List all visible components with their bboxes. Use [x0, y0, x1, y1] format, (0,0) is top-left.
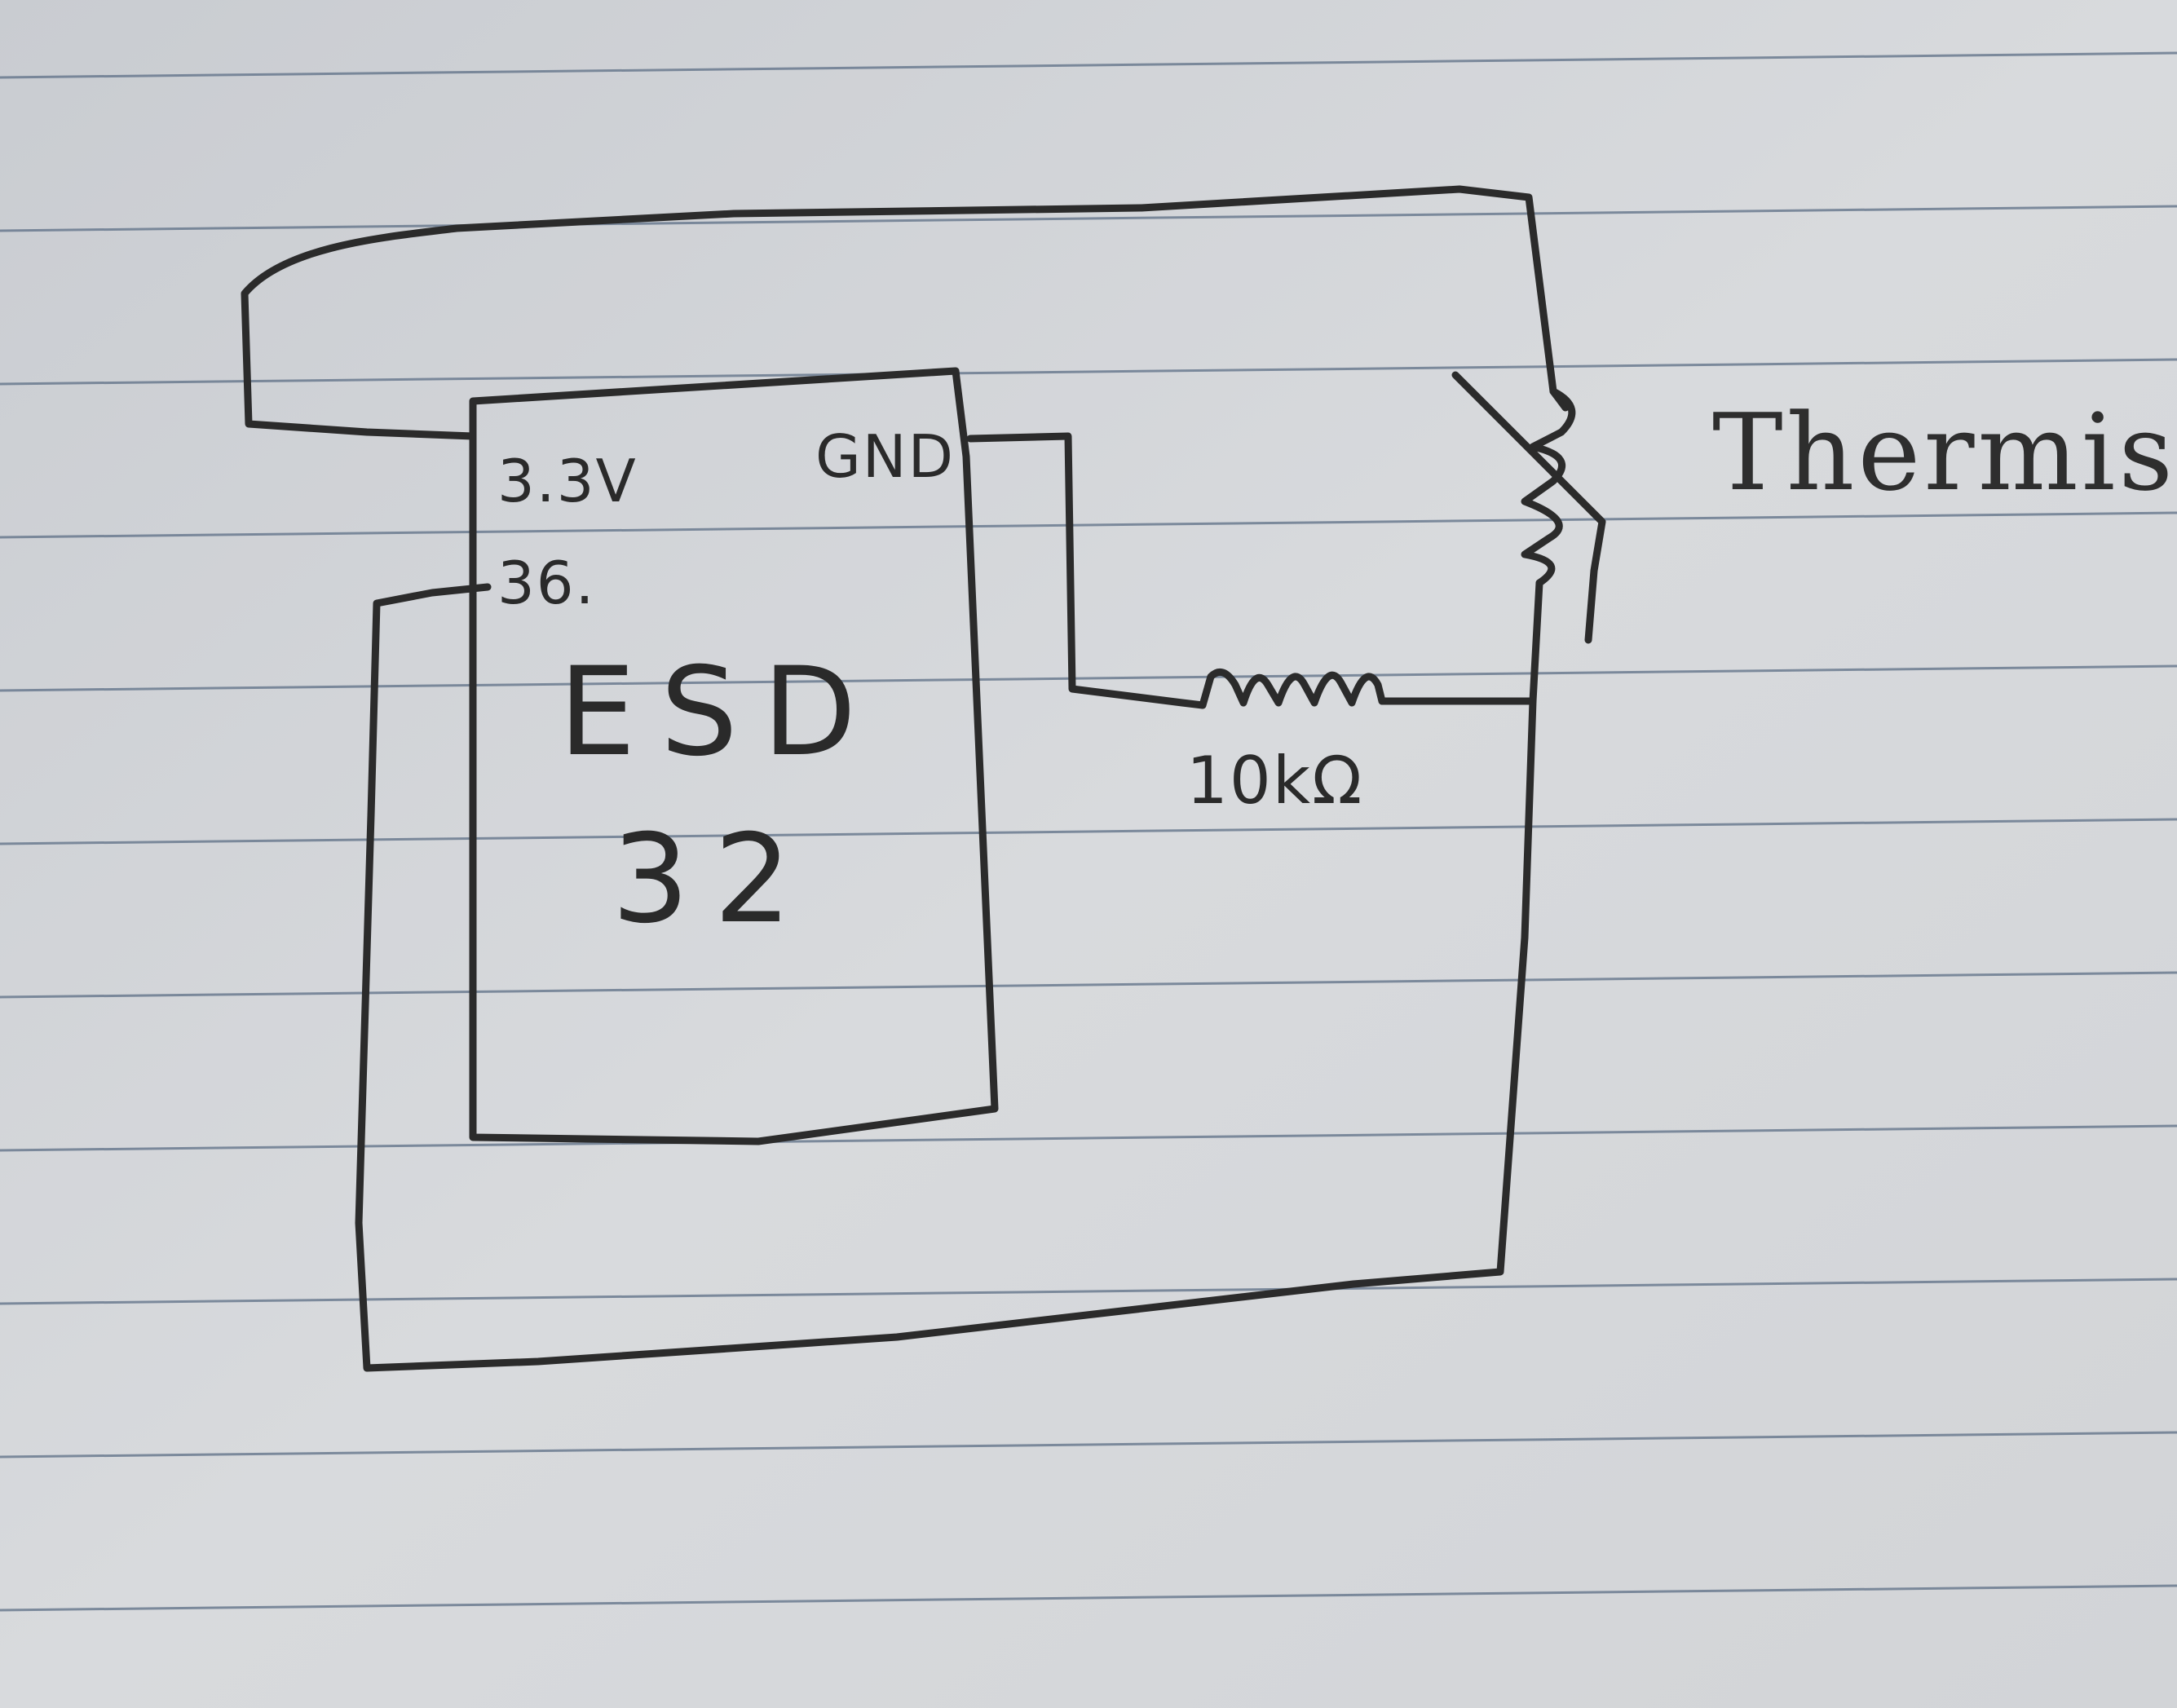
pin-label-analog: 36.: [497, 549, 596, 617]
wire-power-loop: [241, 185, 1570, 440]
ruled-line: [0, 51, 2177, 79]
circuit-wires: [241, 185, 1570, 1372]
wire-signal-loop: [355, 579, 1543, 1372]
chip-name-line1: ESD: [559, 642, 881, 783]
pin-label-ground: GND: [815, 422, 955, 491]
wire-ground: [966, 432, 1207, 709]
ruled-line: [0, 1431, 2177, 1459]
resistor-symbol: [1199, 668, 1386, 709]
thermistor-arrow-line: [1451, 371, 1606, 644]
ruled-line: [0, 1584, 2177, 1612]
resistor-value-label: 10kΩ: [1186, 743, 1363, 819]
ruled-line: [0, 664, 2177, 692]
thermistor-label: Thermistor: [1712, 391, 2177, 514]
ruled-line: [0, 358, 2177, 386]
chip-name-line2: 32: [612, 809, 816, 951]
chip-outline: [469, 367, 999, 1145]
thermistor-symbol: [1521, 387, 1576, 587]
ruled-line: [0, 511, 2177, 539]
ruled-line: [0, 818, 2177, 845]
pin-label-power: 3.3V: [497, 447, 638, 515]
ruled-line: [0, 205, 2177, 232]
